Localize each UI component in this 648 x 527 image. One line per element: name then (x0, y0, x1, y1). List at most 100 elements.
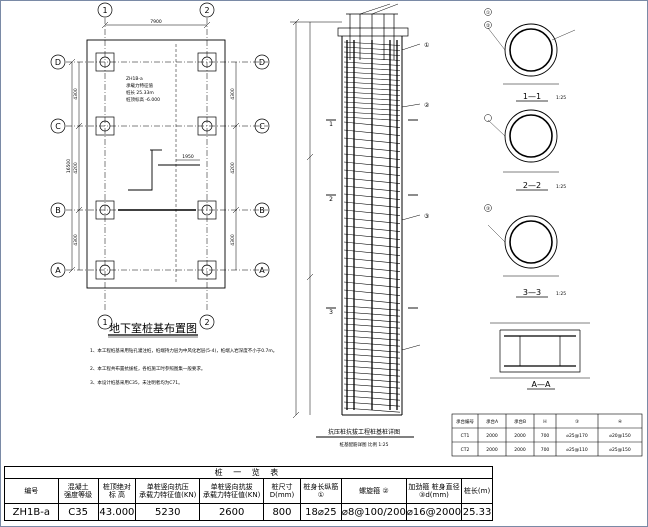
pile-table-caption: 桩 一 览 表 (4, 466, 493, 479)
cap-r1-c4: ⌀25@110 (566, 447, 588, 453)
axis-label-a-right: A (259, 266, 265, 275)
pile-cap-c1 (95, 116, 115, 136)
section-mark-2: 2 (329, 196, 333, 203)
plan-note-line-1: ZH1B-a (126, 76, 143, 82)
pile-cell-long-bar: 18⌀25 (299, 503, 342, 521)
pile-cell-hoop: ⌀16@2000 (405, 503, 463, 521)
foundation-outline (86, 39, 226, 289)
dim-left-seg-3: 4300 (73, 234, 79, 246)
section-2-2 (484, 109, 559, 173)
cap-th-1: 承台A (486, 418, 499, 425)
cap-r0-c2: 2000 (514, 433, 526, 439)
pile-th-4: 单桩竖向抗拔承载力特征值(KN) (199, 478, 265, 504)
pile-cell-length: 25.33 (461, 503, 493, 521)
axis-label-a-left: A (55, 266, 61, 275)
pile-th-2: 桩顶绝对标 高 (97, 478, 137, 504)
section-scale-1: 1:25 (556, 95, 566, 101)
dim-top: 7900 (150, 19, 162, 25)
cap-r1-c2: 2000 (514, 447, 526, 453)
pile-cell-diameter: 800 (263, 503, 301, 521)
dim-left-seg-2: 4200 (73, 162, 79, 174)
cap-r1-c1: 2000 (486, 447, 498, 453)
cap-r1-c0: CT2 (461, 447, 470, 453)
cap-r0-c3: 700 (541, 433, 550, 439)
plan-labels: 1 2 1 2 D D C C B B A A 7900 16500 4300 … (55, 6, 277, 386)
pile-cap-c2 (197, 116, 217, 136)
pile-cell-uplift: 2600 (199, 503, 265, 521)
dim-right-seg-3: 4300 (230, 234, 236, 246)
section-3-3 (484, 204, 559, 277)
section-scale-3: 1:25 (556, 291, 566, 297)
section-mark-3: 3 (329, 309, 333, 316)
pile-cross-sections (484, 8, 590, 390)
pile-cell-id: ZH1B-a (4, 503, 59, 521)
cap-r0-c0: CT1 (461, 433, 470, 439)
cap-th-2: 承台B (514, 418, 526, 425)
plan-note-line-2: 承载力特征值 (126, 82, 153, 89)
general-note-1: 1、本工程桩基采用钻孔灌注桩，桩端持力层为中风化岩层(5-4)，桩端入岩深度不小… (90, 347, 277, 354)
axis-label-d-left: D (55, 58, 61, 67)
pile-th-1: 混凝土强度等级 (57, 478, 99, 504)
axis-bubbles (50, 2, 270, 330)
pile-cap-d2 (197, 52, 217, 72)
general-note-3: 3、本设计桩基采用C35，未注明者均为C71。 (90, 379, 183, 386)
pile-cap-d1 (95, 52, 115, 72)
sec-callout-3: ③ (486, 206, 490, 212)
cap-th-5: ④ (618, 419, 622, 425)
pile-cap-a1 (95, 260, 115, 280)
pile-layout-plan (50, 2, 270, 338)
section-label-3: 3—3 (523, 288, 541, 297)
general-note-2: 2、本工程共布置抗拔桩，各桩施工时参照图集一般要求。 (90, 365, 205, 372)
axis-label-c-left: C (55, 122, 61, 131)
pile-cell-concrete: C35 (57, 503, 99, 521)
dim-mid: 1950 (182, 154, 194, 160)
spiral-stirrups (343, 41, 401, 413)
axis-label-d-right: D (259, 58, 265, 67)
cap-r0-c4: ⌀25@170 (566, 433, 588, 439)
cap-r1-c5: ⌀25@150 (609, 447, 631, 453)
cap-r0-c1: 2000 (486, 433, 498, 439)
section-1-1 (484, 8, 576, 85)
pile-cap-a2 (197, 260, 217, 280)
plan-note-line-4: 桩顶标高 -6.000 (126, 96, 160, 103)
pile-cap-b2 (197, 200, 217, 220)
axis-label-2-top: 2 (204, 6, 209, 15)
section-mark-1: 1 (329, 121, 333, 128)
cap-th-3: H (543, 419, 546, 425)
pile-th-9: 桩长(m) (461, 478, 493, 504)
elevation-title: 抗压桩抗拔工程桩基桩详图 (328, 428, 400, 436)
dim-right-seg-1: 4300 (230, 88, 236, 100)
tie-beams (118, 149, 200, 211)
plan-title: 地下室桩基布置图 (109, 321, 197, 335)
section-label-2: 2—2 (523, 181, 541, 190)
cap-th-0: 承台编号 (456, 418, 474, 425)
pile-cell-compress: 5230 (135, 503, 201, 521)
pile-cap-b1 (95, 200, 115, 220)
plan-note-line-3: 桩长 25.33m (126, 89, 154, 96)
pile-schedule-table: 桩 一 览 表 编号 混凝土强度等级 桩顶绝对标 高 单桩竖向抗压承载力特征值(… (4, 466, 493, 521)
pile-th-0: 编号 (4, 478, 59, 504)
elev-callout-1: ① (424, 42, 429, 49)
pile-th-3: 单桩竖向抗压承载力特征值(KN) (135, 478, 201, 504)
pile-caps (95, 52, 217, 280)
sec-callout-1: ① (486, 10, 490, 16)
pile-cell-spiral: ⌀8@100/200 (340, 503, 407, 521)
sec-callout-2: ② (486, 23, 490, 29)
section-label-1: 1—1 (523, 92, 541, 101)
axis-label-b-left: B (55, 206, 61, 215)
pile-th-7: 螺旋箍 ② (340, 478, 407, 504)
cap-th-4: ③ (575, 419, 579, 425)
dim-left-seg-1: 4300 (73, 88, 79, 100)
axis-label-1-bottom: 1 (102, 318, 107, 327)
section-scale-2: 1:25 (556, 184, 566, 190)
dim-left-total: 16500 (66, 159, 72, 173)
cap-r0-c5: ⌀20@150 (609, 433, 631, 439)
section-label-aa: A—A (532, 380, 551, 389)
axis-label-b-right: B (259, 206, 265, 215)
elev-callout-3: ③ (424, 213, 429, 220)
elevation-subtitle: 桩基配筋详图 比例 1:25 (340, 441, 389, 448)
cap-r1-c3: 700 (541, 447, 550, 453)
